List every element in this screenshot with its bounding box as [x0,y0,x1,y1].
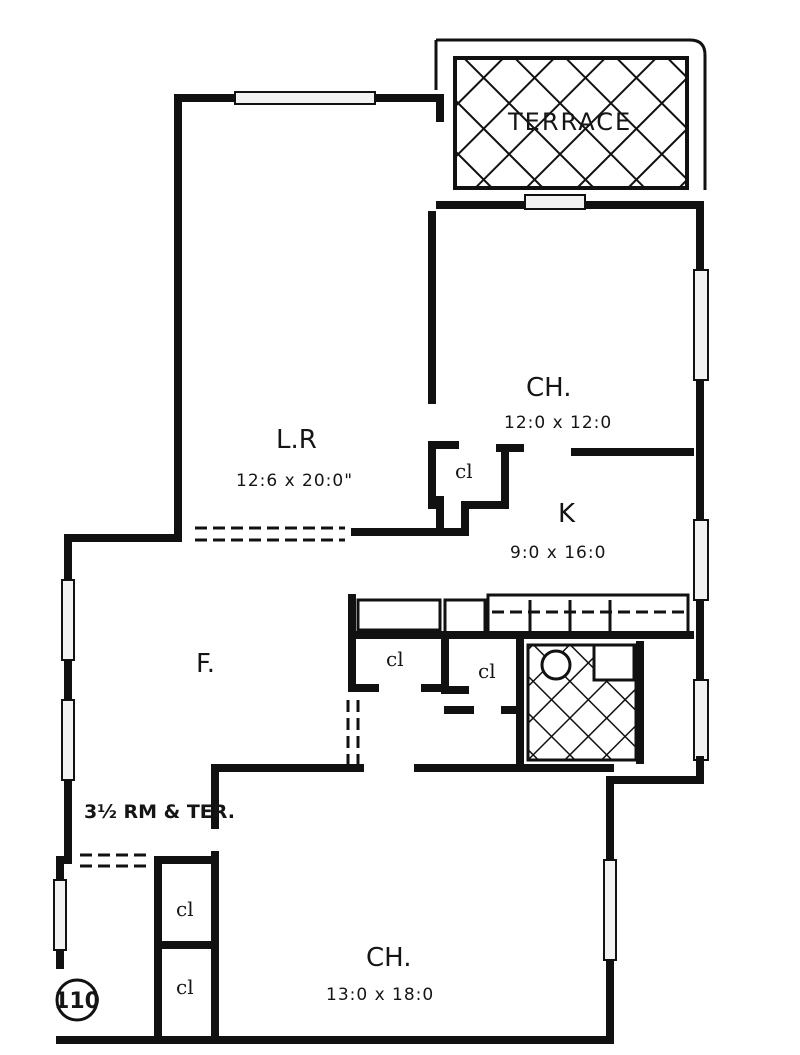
closet-lr-label: cl [455,459,473,483]
foyer-window-3 [53,879,67,951]
living-room-dims: 12:6 x 20:0" [236,471,353,491]
closet-lower-1-label: cl [176,897,194,921]
ch-lower-window [603,859,617,961]
chamber-upper-dims: 12:0 x 12:0 [504,413,612,433]
kitchen-name: K [558,499,576,529]
kitchen-dims: 9:0 x 16:0 [510,543,606,563]
chamber-upper-name: CH. [526,373,572,403]
closet-lower-2-label: cl [176,975,194,999]
closet-foyer-label: cl [386,647,404,671]
kitchen-cabinets [486,593,690,639]
walls [53,91,709,1044]
ch-upper-window [693,269,709,381]
chamber-lower-name: CH. [366,943,412,973]
foyer-name: F. [196,649,215,679]
lr-window [234,91,376,105]
plan-number: 110 [54,989,100,1014]
counter-left [356,598,442,632]
terrace-hatch [453,56,689,190]
bath-tub [592,643,636,682]
bath-fixture [540,649,572,681]
plan-number-badge [55,978,99,1022]
bath-window [693,679,709,761]
foyer-window-2 [61,699,75,781]
ch-upper-terrace-door [524,194,586,210]
chamber-lower-dims: 13:0 x 18:0 [326,985,434,1005]
closet-hall-label: cl [478,659,496,683]
layout-type-label: 3½ RM & TER. [84,801,235,823]
counter-mid [443,598,487,637]
terrace-label: TERRACE [507,108,632,136]
terrace-parapet-outer [436,38,707,190]
kitchen-window [693,519,709,601]
living-room-name: L.R [276,425,317,455]
foyer-window-1 [61,579,75,661]
labels: L.R 12:6 x 20:0" CH. 12:0 x 12:0 K 9:0 x… [54,373,612,1022]
terrace: TERRACE [434,38,707,190]
